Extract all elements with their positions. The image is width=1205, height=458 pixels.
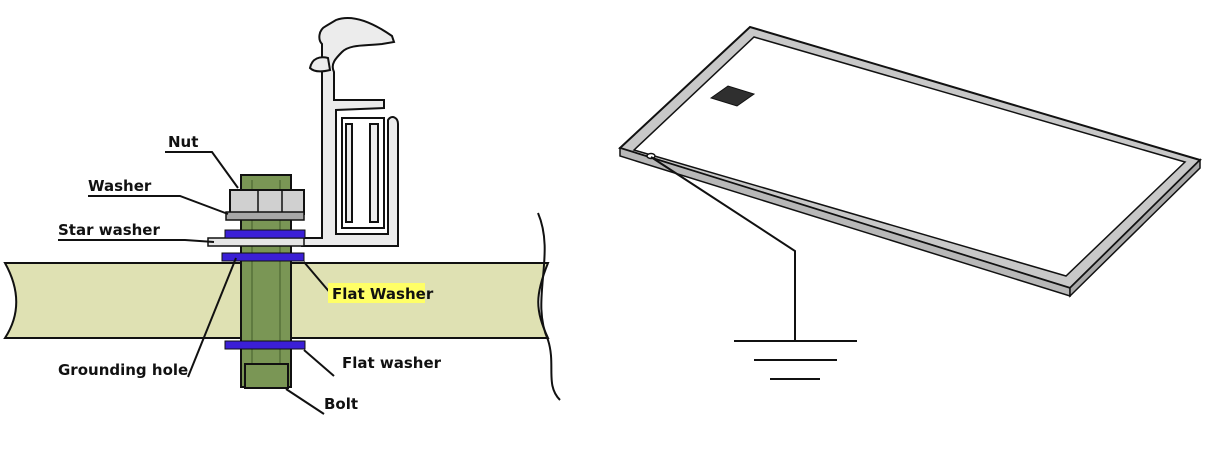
solar-panel-diagram	[618, 25, 1202, 380]
leader-washer	[88, 195, 229, 215]
leader-flat-washer-lower	[303, 349, 335, 377]
break-line	[537, 212, 561, 401]
label-bolt: Bolt	[324, 395, 358, 413]
leader-lines	[58, 151, 335, 415]
leader-star-washer	[58, 239, 215, 243]
flat-washer-upper	[221, 252, 305, 262]
ground-symbol-icon	[734, 340, 857, 380]
label-flat-washer-lower: Flat washer	[342, 354, 442, 372]
leader-bolt	[285, 388, 325, 415]
label-grounding-hole: Grounding hole	[58, 361, 188, 379]
nut	[229, 189, 305, 215]
label-washer: Washer	[88, 177, 152, 195]
flat-washer-highlight	[328, 283, 425, 303]
junction-box	[709, 85, 756, 107]
ground-wire	[650, 156, 796, 341]
leader-flat-washer-upper	[303, 261, 333, 296]
leader-grounding-hole	[187, 257, 237, 378]
label-star-washer: Star washer	[58, 221, 160, 239]
washer	[225, 211, 305, 221]
label-nut: Nut	[168, 133, 198, 151]
star-washer	[207, 237, 305, 247]
bolt-head	[244, 363, 289, 389]
cross-section-diagram: Nut Washer Star washer Flat Washer Groun…	[3, 17, 561, 415]
mounting-clamp	[301, 17, 399, 247]
panel-surface	[632, 36, 1187, 277]
flat-washer-top	[224, 229, 306, 239]
flat-washer-lower	[224, 340, 306, 350]
label-flat-washer-upper: Flat Washer	[332, 285, 434, 303]
leader-nut	[165, 151, 239, 189]
